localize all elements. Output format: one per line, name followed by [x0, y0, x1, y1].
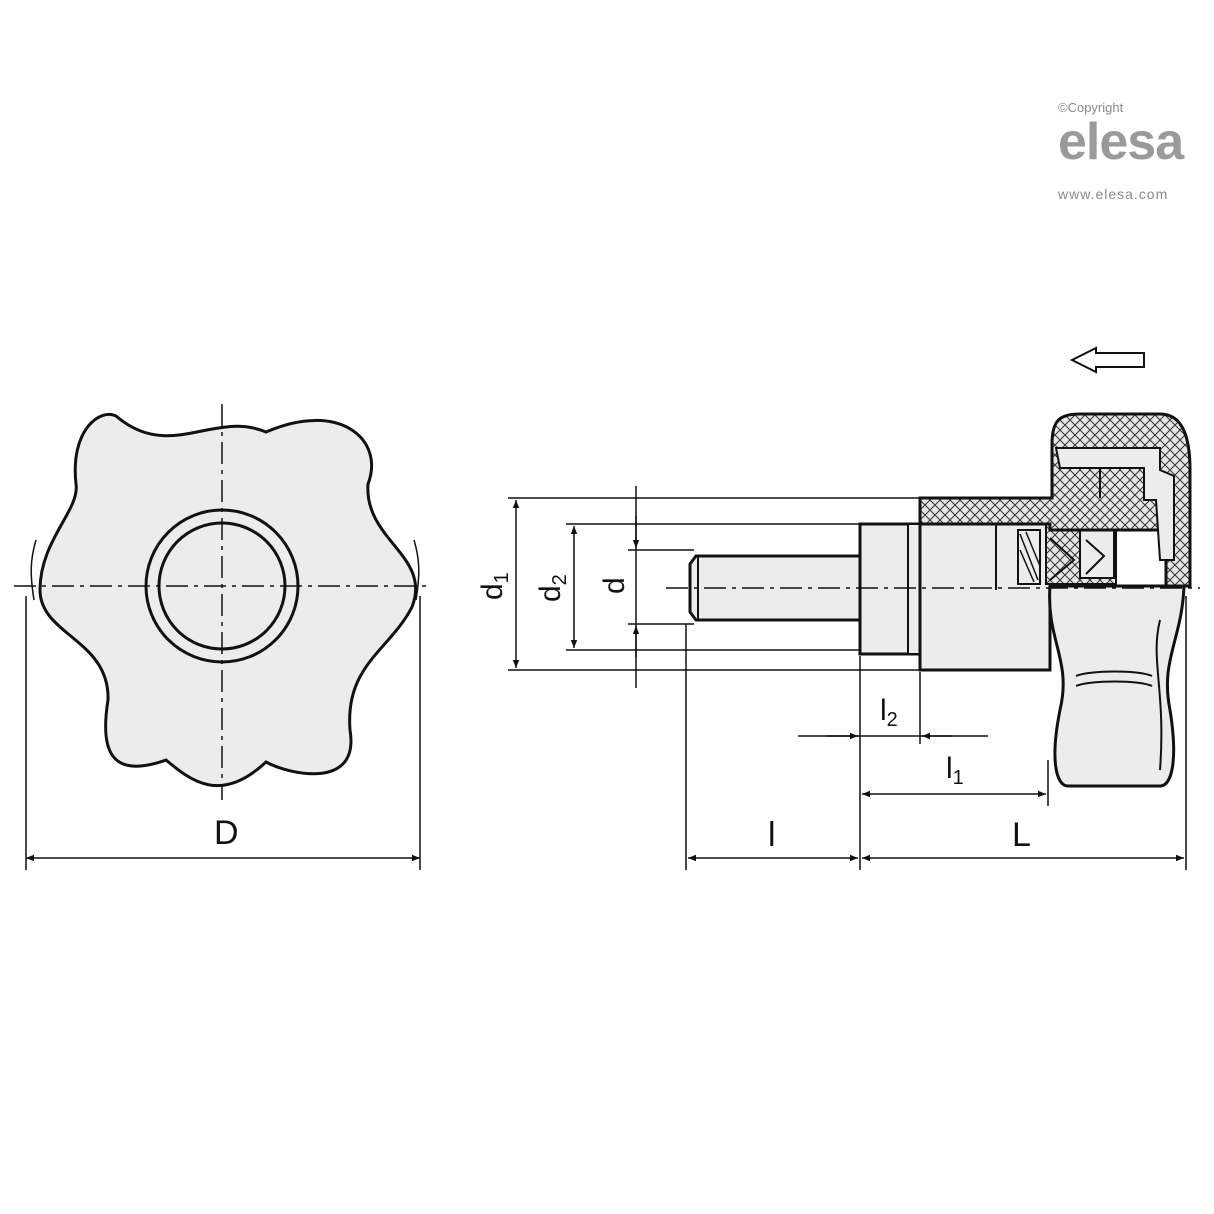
front-view: D	[14, 404, 430, 870]
label-d: d	[598, 577, 631, 594]
label-d1: d1	[476, 572, 513, 600]
label-l: l	[768, 816, 776, 854]
label-L: L	[1012, 816, 1031, 854]
direction-arrow-icon	[1069, 346, 1145, 374]
website-text: www.elesa.com	[1058, 186, 1169, 202]
label-l1: l1	[946, 752, 964, 789]
brand-logo: elesa	[1058, 113, 1184, 171]
knob-grip	[1048, 584, 1186, 788]
side-view: d1 d2 d l L l1 l2	[476, 346, 1200, 870]
label-l2: l2	[880, 694, 898, 731]
label-D: D	[214, 814, 239, 852]
label-d2: d2	[534, 574, 571, 602]
copyright-text: ©Copyright	[1058, 100, 1124, 115]
